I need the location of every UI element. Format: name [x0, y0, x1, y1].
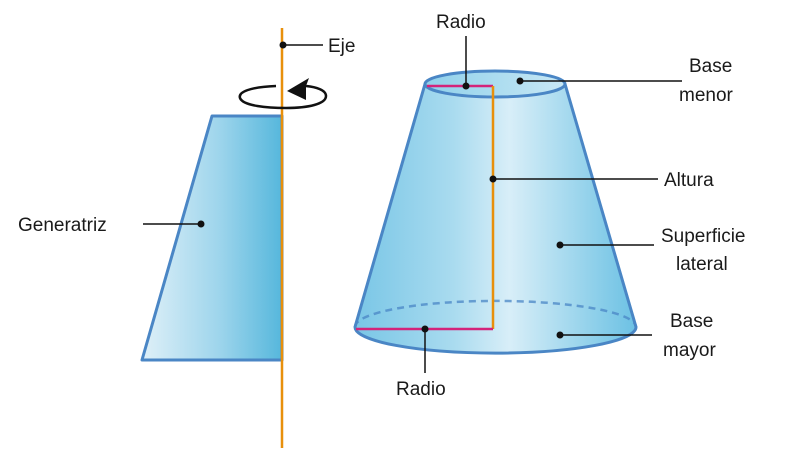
altura-label: Altura	[664, 170, 714, 191]
base-menor-label-line2: menor	[679, 85, 734, 106]
eje-label: Eje	[328, 36, 355, 57]
superficie-label-line1: Superficie	[661, 226, 746, 247]
rotation-arrow-icon	[238, 78, 328, 110]
generatrix-trapezoid	[140, 114, 284, 362]
radio-top-dot	[462, 82, 470, 90]
generatriz-label: Generatriz	[18, 215, 107, 236]
base-mayor-label-line2: mayor	[663, 340, 716, 361]
superficie-label-line2: lateral	[676, 254, 728, 275]
base-menor-ellipse	[423, 69, 567, 99]
base-mayor-hidden-edge	[353, 299, 638, 328]
radio-top-label: Radio	[436, 12, 486, 33]
generatriz-dot	[197, 220, 205, 228]
base-mayor-label-line1: Base	[670, 311, 713, 332]
cone-lateral-surface	[353, 82, 638, 355]
radio-bottom-label: Radio	[396, 379, 446, 400]
base-menor-label-line1: Base	[689, 56, 732, 77]
